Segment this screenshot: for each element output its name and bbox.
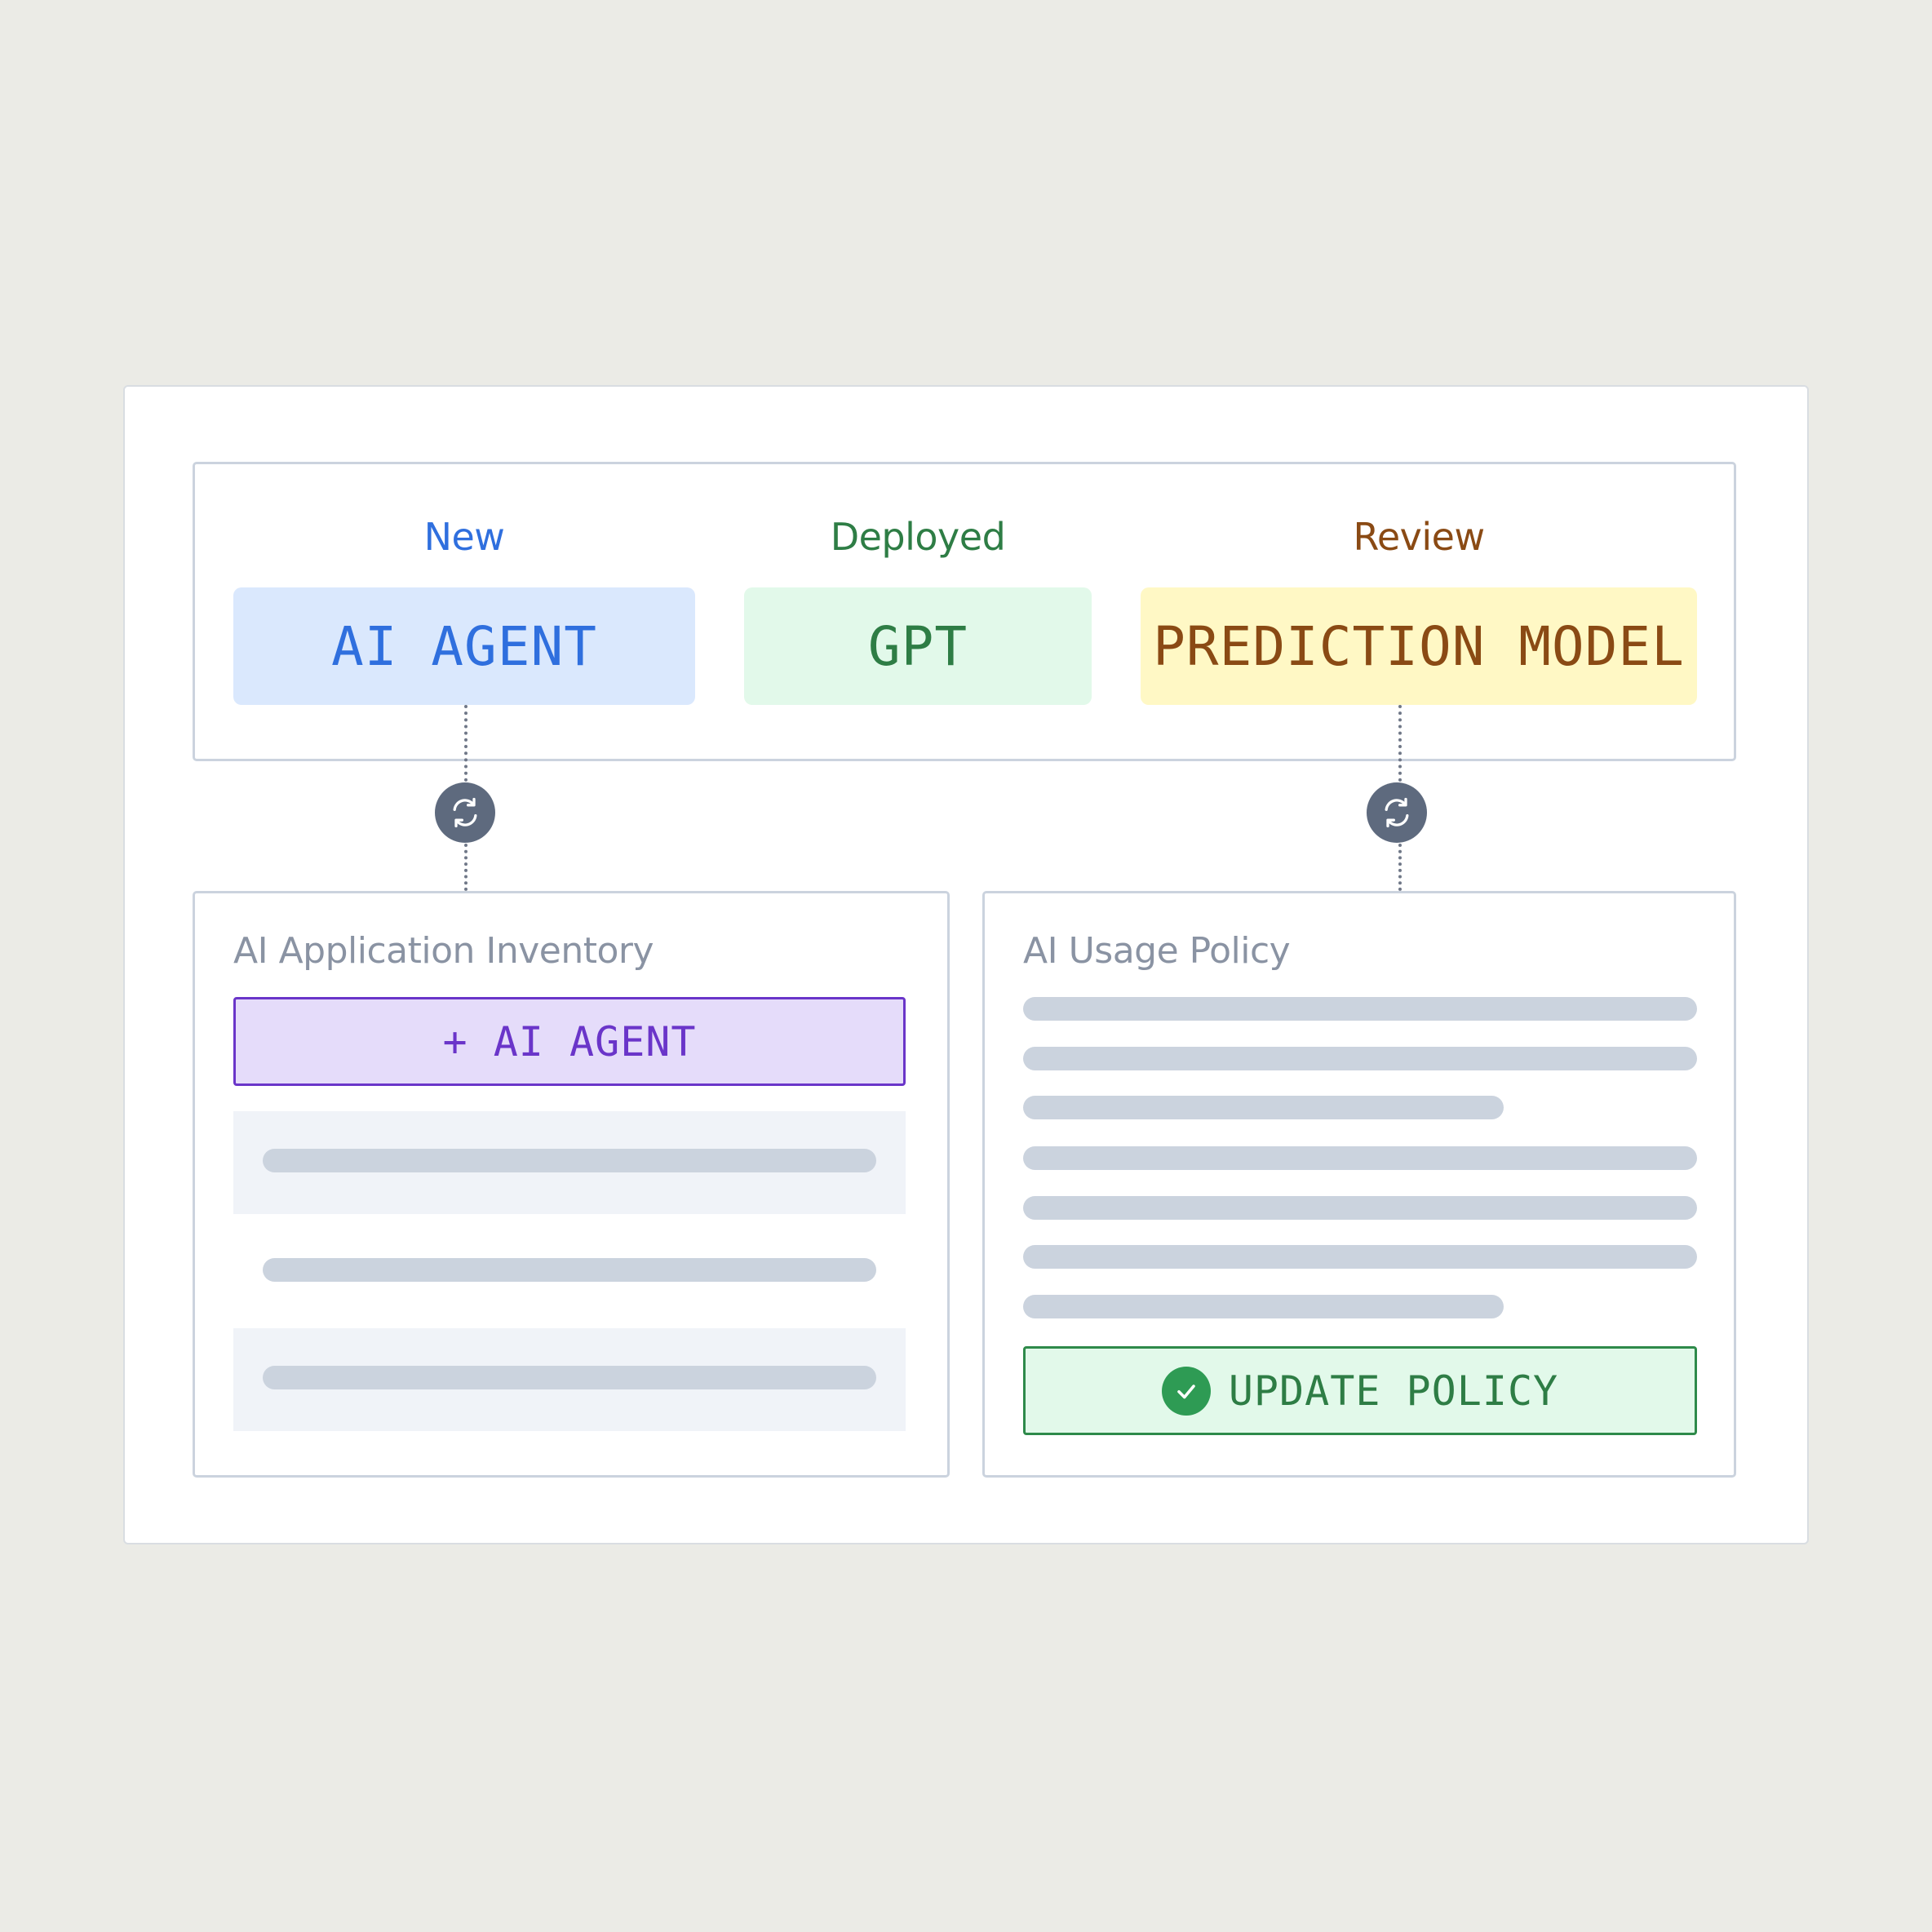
connector-line [464, 844, 467, 891]
add-ai-agent-button[interactable]: + AI AGENT [233, 997, 906, 1086]
placeholder-bar [263, 1149, 876, 1172]
sync-icon [435, 782, 495, 843]
placeholder-bar [1023, 1096, 1504, 1119]
update-policy-button[interactable]: UPDATE POLICY [1023, 1346, 1697, 1435]
list-item[interactable] [233, 1111, 906, 1214]
connector-line [464, 705, 467, 782]
status-label-deployed: Deployed [830, 515, 1006, 559]
policy-title: AI Usage Policy [1023, 930, 1291, 972]
placeholder-bar [1023, 1047, 1697, 1070]
connector-line [1398, 844, 1402, 891]
check-circle-icon [1161, 1366, 1211, 1416]
update-policy-label: UPDATE POLICY [1228, 1367, 1559, 1415]
placeholder-bar [263, 1258, 876, 1282]
chip-gpt[interactable]: GPT [744, 587, 1092, 705]
sync-icon [1367, 782, 1427, 843]
status-label-new: New [423, 515, 505, 559]
placeholder-bar [263, 1366, 876, 1389]
placeholder-bar [1023, 997, 1697, 1021]
placeholder-bar [1023, 1245, 1697, 1269]
placeholder-bar [1023, 1295, 1504, 1318]
list-item[interactable] [233, 1328, 906, 1431]
placeholder-bar [1023, 1196, 1697, 1220]
chip-ai-agent[interactable]: AI AGENT [233, 587, 695, 705]
status-label-review: Review [1353, 515, 1485, 559]
inventory-title: AI Application Inventory [233, 930, 654, 972]
chip-prediction-model[interactable]: PREDICTION MODEL [1141, 587, 1697, 705]
list-item[interactable] [233, 1221, 906, 1323]
connector-line [1398, 705, 1402, 782]
placeholder-bar [1023, 1146, 1697, 1170]
